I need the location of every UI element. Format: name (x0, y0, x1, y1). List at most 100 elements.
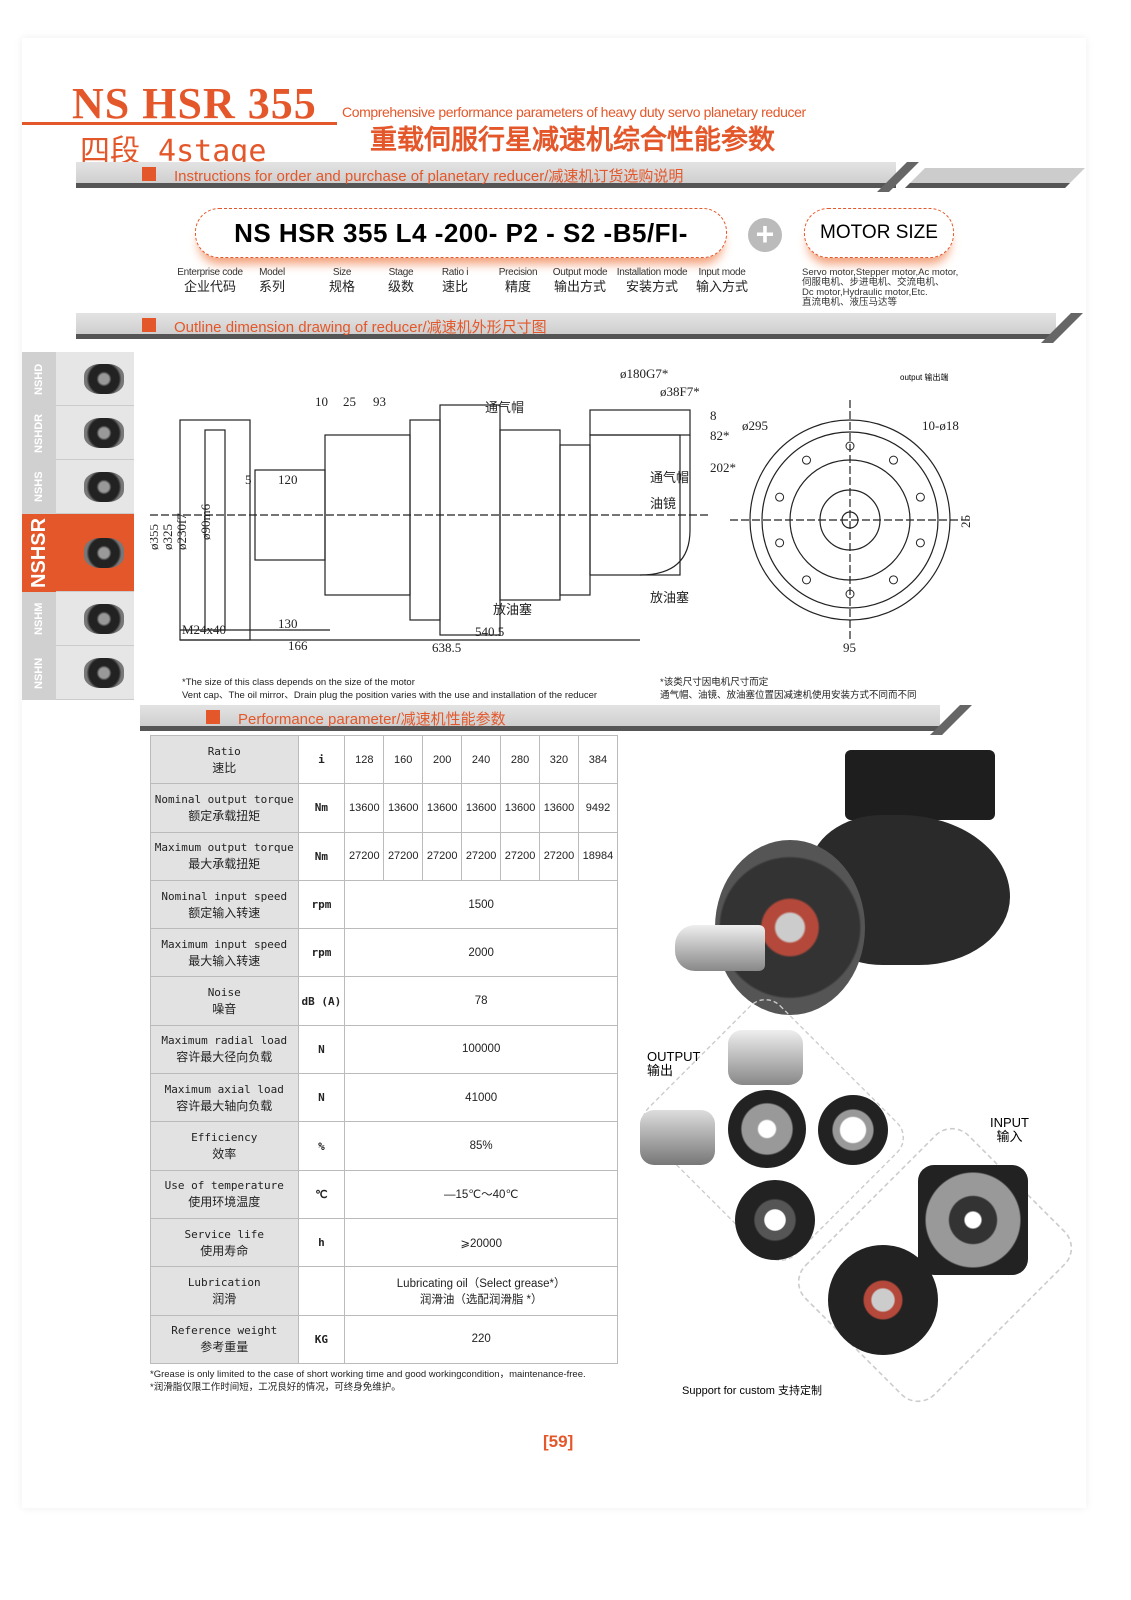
param-en: Maximum output torque (154, 841, 294, 855)
dim-label: 通气帽 (485, 400, 524, 415)
dim-label: ø355 (150, 524, 161, 550)
value-cell: 27200 (344, 831, 385, 881)
value-cell: 27200 (539, 831, 579, 881)
drawing-notes-en: *The size of this class depends on the s… (182, 676, 597, 702)
value-cell: 13600 (461, 783, 502, 833)
note-line: *润滑脂仅限工作时间短，工况良好的情况，可终身免维护。 (150, 1382, 401, 1393)
unit-cell: % (297, 1121, 346, 1171)
dim-label: 25 (343, 394, 356, 409)
param-en: Maximum radial load (161, 1034, 288, 1048)
unit-cell: rpm (297, 928, 346, 978)
reducer-product-image (675, 745, 1020, 1025)
tab-label: NSHN (22, 646, 56, 700)
bolt-hole (802, 575, 812, 585)
table-row: Efficiency 效率%85% (150, 1121, 618, 1171)
param-en: Maximum input speed (161, 937, 288, 951)
value-cell: 78 (344, 976, 618, 1026)
sidebar-tab-nshm[interactable]: NSHM (22, 592, 134, 646)
motor-size: MOTOR SIZE (804, 208, 954, 258)
bolt-hole (775, 492, 785, 502)
value-text: —15℃～40℃ (443, 1189, 519, 1202)
value-cell: 18984 (577, 831, 619, 881)
code-part-cn: 级数 (387, 279, 414, 294)
param-cn: 最大承载扭矩 (188, 857, 261, 872)
dim-label: 540.5 (475, 624, 504, 639)
unit-cell: h (297, 1217, 346, 1268)
dim-label: ø295 (742, 418, 768, 433)
value-cell: 128 (344, 734, 385, 785)
note-line: Vent cap、The oil mirror、Drain plug the p… (182, 690, 598, 701)
section-title: Instructions for order and purchase of p… (174, 168, 684, 185)
value-cell: 85% (344, 1121, 618, 1171)
bolt-hole (915, 492, 925, 502)
dim-label: ø180G7* (620, 366, 668, 381)
keyed-shaft-image (728, 1030, 803, 1085)
param-en: Efficiency (191, 1131, 258, 1145)
value-cell: 13600 (500, 783, 541, 833)
code-part-cn: 安装方式 (625, 279, 678, 294)
param-cn: 使用环境温度 (188, 1195, 261, 1210)
value-cell: 220 (344, 1314, 618, 1364)
param-cn: 使用寿命 (200, 1243, 249, 1258)
value-text: 100000 (461, 1043, 501, 1056)
spline-hole-image (735, 1180, 815, 1260)
code-part-en: Installation mode (616, 267, 688, 278)
value-text: 润滑油（选配润滑脂 *） (419, 1293, 543, 1306)
input-label-en: INPUT (990, 1115, 1029, 1130)
code-part-en: Precision (498, 267, 538, 278)
sidebar-tab-nshsr[interactable]: NSHSR (22, 514, 134, 592)
sidebar-tab-nshdr[interactable]: NSHDR (22, 406, 134, 460)
order-code: NS HSR 355 L4 -200- P2 - S2 -B5/FI- (195, 208, 727, 258)
dim-label: 202* (710, 460, 736, 475)
sidebar-tab-nshs[interactable]: NSHS (22, 460, 134, 514)
dim-label: 130 (278, 616, 298, 631)
bolt-hole (845, 441, 855, 451)
value-cell: ⩾20000 (344, 1217, 618, 1268)
unit-cell: N (297, 1073, 346, 1123)
unit-cell: KG (297, 1314, 346, 1364)
custom-caption: Support for custom 支持定制 (682, 1385, 822, 1397)
dim-label: 10 (315, 394, 328, 409)
dim-label: ø230f7 (174, 513, 189, 550)
dim-label: ø90m6 (198, 503, 213, 540)
tab-label: NSHS (22, 460, 56, 514)
tab-label: NSHDR (22, 406, 56, 460)
dim-label: M24x40 (182, 622, 226, 637)
value-text: 78 (474, 995, 488, 1008)
dim-label: output 输出端 (900, 372, 948, 382)
code-part-cn: 输出方式 (553, 279, 606, 294)
code-part-en: Input mode (698, 267, 746, 278)
reducer-thumbnail-icon (84, 658, 124, 688)
dim-label: 放油塞 (650, 590, 689, 605)
sidebar-tab-nshd[interactable]: NSHD (22, 352, 134, 406)
value-cell: 200 (422, 734, 463, 785)
sidebar-tab-nshn[interactable]: NSHN (22, 646, 134, 700)
bolt-hole (888, 455, 898, 465)
motor-desc-line: 直流电机、液压马达等 (802, 297, 898, 308)
dim-label: 166 (288, 638, 308, 653)
dim-label: ø38F7* (660, 384, 700, 399)
code-part-en: Enterprise code (177, 267, 243, 278)
param-en: Maximum axial load (164, 1082, 284, 1096)
value-text: 41000 (465, 1091, 498, 1104)
param-cn: 效率 (212, 1147, 237, 1162)
bolt-hole (845, 589, 855, 599)
note-line: *Grease is only limited to the case of s… (150, 1369, 586, 1380)
value-cell: 280 (500, 734, 541, 785)
